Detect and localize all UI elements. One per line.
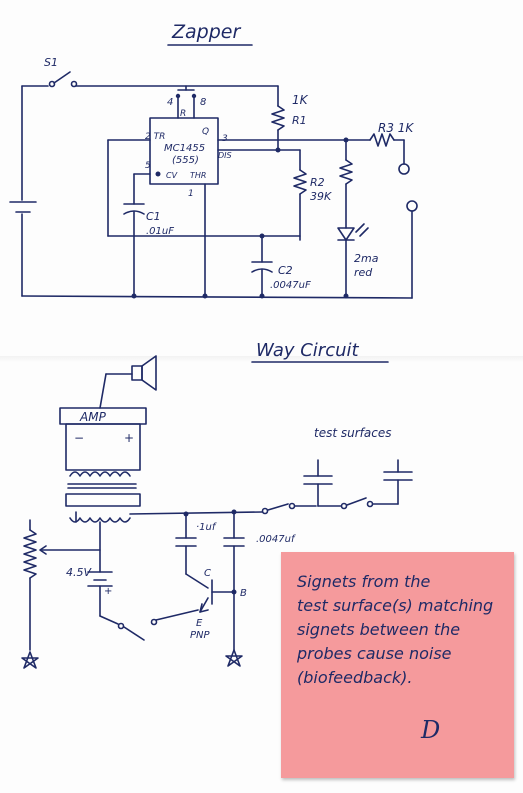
sticky-note: Signets from the test surface(s) matchin… [281,552,514,778]
pin-3-label: 3 [222,134,228,144]
chip-name: MC1455 [164,143,205,154]
signature: D [421,716,441,744]
resistor-r2 [293,149,307,241]
speaker-icon [99,355,157,409]
capacitor-c1 [123,171,161,299]
probe-terminal-top [398,163,410,175]
zapper-title: Zapper [171,21,241,43]
cap-0047-label: .0047uf [256,534,296,545]
capacitor-0-1uf [175,513,197,575]
r1-value: 1K [292,93,309,107]
pin-8-label: 8 [200,97,206,108]
switch-label: S1 [44,56,58,69]
pin-q-label: Q [202,127,209,137]
c2-name: C2 [278,264,293,277]
transistor-collector: C [204,568,211,579]
r3-label: R3 1K [378,121,414,135]
r1-name: R1 [292,114,307,127]
c1-name: C1 [146,210,161,223]
r2-name: R2 [310,176,325,189]
ic-555-body [149,117,219,185]
zapper-switch-s1 [21,71,279,88]
pin-2tr-label: 2 TR [145,132,165,142]
test-surfaces-label: test surfaces [314,426,391,440]
battery-voltage: 4.5V [66,566,92,579]
potentiometer [23,519,101,651]
ground-star-left [21,651,39,669]
capacitor-c2 [251,235,273,299]
zapper-ground-rail [21,295,413,299]
amp-label: AMP [79,410,107,424]
transformer [65,471,141,523]
led-current: 2ma [354,252,379,265]
resistor-r1 [271,85,285,153]
r2-value: 39K [310,190,332,203]
pin-r-label: R [180,109,186,119]
transistor-emitter: E [196,618,203,629]
way-title: Way Circuit [256,340,359,361]
pin-4-label: 4 [167,97,173,108]
transistor-base: B [240,588,247,599]
way-battery [87,521,199,641]
pin-thr-label: THR [190,171,206,180]
amp-box [65,423,141,471]
pnp-transistor [185,573,237,651]
resistor-r3 [345,133,410,175]
amp-minus: − [74,431,84,445]
test-surface-cap-2 [383,459,413,505]
battery-plus: + [104,586,112,597]
transistor-type: PNP [190,630,211,641]
pin-cv-label: CV [166,171,178,180]
pin-dis-label: DIS [218,151,232,160]
c1-value: .01uF [146,226,174,237]
amp-plus: + [124,431,134,445]
ground-star-right [225,649,243,667]
signal-line [129,511,263,515]
chip-type: (555) [172,155,199,166]
probe-terminal-bottom [406,200,418,212]
c2-value: .0047uF [270,280,311,291]
zapper-battery [9,85,37,297]
paper-fold [0,356,523,362]
pin-1-label: 1 [188,189,194,199]
pin-5-label: 5 [145,161,151,171]
capacitor-0047uf [223,511,245,593]
sticky-note-text: Signets from the test surface(s) matchin… [297,572,494,687]
test-surface-cap-1 [303,459,333,507]
cap-1uf-label: ·1uf [196,522,217,533]
led-color: red [354,266,373,279]
